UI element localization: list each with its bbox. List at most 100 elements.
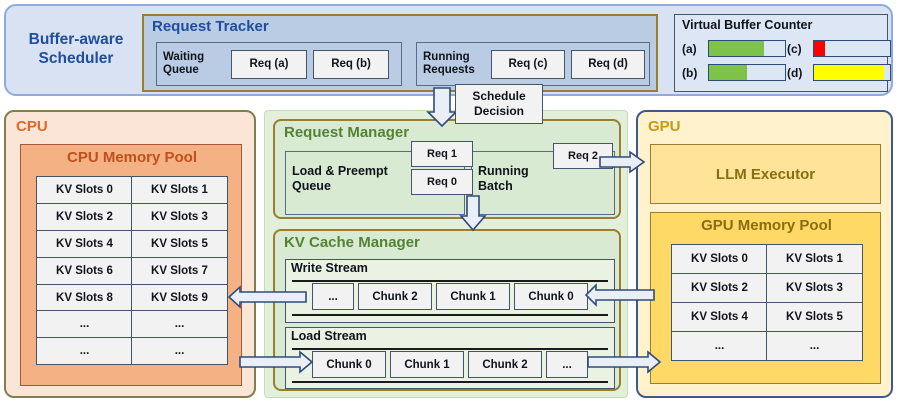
gpu-memory-pool-panel: GPU Memory Pool KV Slots 0 KV Slots 1 KV… [650, 212, 881, 384]
cpu-kv-slot[interactable]: KV Slots 5 [131, 230, 228, 259]
buffer-bar-fill-d [814, 65, 884, 80]
cpu-kv-slot[interactable]: KV Slots 9 [131, 283, 228, 312]
schedule-decision-line2: Decision [473, 104, 524, 118]
running-requests-label-line2: Requests [423, 64, 475, 76]
buffer-bar-key-c: (c) [787, 41, 802, 56]
write-stream-chunk[interactable]: ... [312, 283, 354, 310]
cpu-title: CPU [16, 118, 48, 135]
gpu-kv-slot[interactable]: KV Slots 4 [671, 302, 768, 333]
write-stream-rail-top [292, 280, 608, 282]
running-request-chip[interactable]: Req (d) [571, 49, 645, 79]
buffer-bar-a [708, 40, 786, 57]
waiting-queue-label-line2: Queue [163, 64, 199, 76]
cpu-kv-slot[interactable]: KV Slots 1 [131, 176, 228, 205]
cpu-kv-slot[interactable]: ... [131, 310, 228, 339]
buffer-bar-c [813, 40, 891, 57]
cpu-kv-slot[interactable]: KV Slots 0 [36, 176, 133, 205]
buffer-bar-fill-a [709, 41, 764, 56]
load-stream-chunk[interactable]: Chunk 1 [390, 351, 464, 378]
virtual-buffer-counter-panel: Virtual Buffer Counter (a) (b) (c) [674, 14, 891, 92]
load-preempt-request-chip[interactable]: Req 0 [411, 169, 473, 195]
cpu-kv-slot[interactable]: KV Slots 4 [36, 230, 133, 259]
virtual-buffer-counter-title: Virtual Buffer Counter [682, 18, 813, 32]
running-batch-label-line2: Batch [478, 179, 513, 193]
gpu-panel: GPU LLM Executor GPU Memory Pool KV Slot… [636, 110, 893, 398]
waiting-queue-group: Waiting Queue Req (a) Req (b) [156, 42, 402, 86]
write-stream-chunk[interactable]: Chunk 1 [436, 283, 510, 310]
waiting-request-chip[interactable]: Req (b) [313, 49, 389, 79]
request-manager-title: Request Manager [284, 124, 410, 141]
cpu-kv-slot[interactable]: KV Slots 8 [36, 283, 133, 312]
write-stream-chunk-row: ... Chunk 2 Chunk 1 Chunk 0 [312, 283, 588, 310]
kv-cache-manager-title: KV Cache Manager [284, 234, 420, 251]
load-stream-chunk[interactable]: Chunk 0 [312, 351, 386, 378]
gpu-kv-slot[interactable]: ... [671, 330, 768, 361]
buffer-bar-fill-c [814, 41, 825, 56]
cpu-kv-slot[interactable]: ... [131, 337, 228, 366]
gpu-kv-slot[interactable]: KV Slots 2 [671, 273, 768, 304]
buffer-bar-row-d: (d) [787, 64, 891, 81]
load-preempt-queue-label-line1: Load & Preempt [292, 164, 388, 178]
buffer-bar-fill-b [709, 65, 747, 80]
llm-executor-box: LLM Executor [650, 144, 881, 204]
load-stream-chunk[interactable]: Chunk 2 [468, 351, 542, 378]
write-stream-title: Write Stream [291, 261, 368, 275]
load-preempt-queue-label: Load & Preempt Queue [292, 164, 388, 194]
gpu-kv-slot-grid: KV Slots 0 KV Slots 1 KV Slots 2 KV Slot… [671, 244, 863, 361]
load-stream-box: Load Stream Chunk 0 Chunk 1 Chunk 2 ... [285, 327, 615, 389]
running-batch-label: Running Batch [478, 164, 529, 194]
buffer-bar-row-c: (c) [787, 40, 891, 57]
write-stream-box: Write Stream ... Chunk 2 Chunk 1 Chunk 0 [285, 259, 615, 323]
load-preempt-queue-label-line2: Queue [292, 179, 331, 193]
cpu-memory-pool-panel: CPU Memory Pool KV Slots 0 KV Slots 1 KV… [20, 144, 242, 386]
middle-column-panel: Request Manager Load & Preempt Queue Run… [264, 110, 628, 398]
scheduler-title-line2: Scheduler [38, 50, 114, 67]
cpu-memory-pool-title: CPU Memory Pool [66, 149, 198, 166]
running-requests-label: Running Requests [417, 51, 485, 77]
schedule-decision-callout: Schedule Decision [455, 84, 543, 124]
waiting-request-chip[interactable]: Req (a) [231, 49, 307, 79]
running-requests-group: Running Requests Req (c) Req (d) [416, 42, 650, 86]
gpu-kv-slot[interactable]: KV Slots 0 [671, 244, 768, 275]
buffer-bar-key-b: (b) [682, 65, 698, 80]
gpu-kv-slot[interactable]: KV Slots 1 [766, 244, 863, 275]
scheduler-title: Buffer-aware Scheduler [16, 30, 136, 68]
load-stream-chunk-row: Chunk 0 Chunk 1 Chunk 2 ... [312, 351, 588, 378]
cpu-kv-slot[interactable]: KV Slots 2 [36, 203, 133, 232]
gpu-title: GPU [648, 118, 681, 135]
waiting-queue-label: Waiting Queue [157, 51, 225, 77]
load-stream-rail-bottom [292, 381, 608, 383]
gpu-kv-slot[interactable]: ... [766, 330, 863, 361]
buffer-bar-b [708, 64, 786, 81]
running-requests-label-line1: Running [423, 51, 470, 63]
load-stream-chunk[interactable]: ... [546, 351, 588, 378]
buffer-bar-key-a: (a) [682, 41, 697, 56]
request-tracker-panel: Request Tracker Waiting Queue Req (a) Re… [142, 14, 658, 92]
gpu-kv-slot[interactable]: KV Slots 3 [766, 273, 863, 304]
scheduler-title-line1: Buffer-aware [28, 31, 124, 48]
buffer-bar-d [813, 64, 891, 81]
buffer-aware-scheduler-panel: Buffer-aware Scheduler Request Tracker W… [4, 4, 893, 96]
load-stream-title: Load Stream [291, 329, 367, 343]
kv-cache-manager-panel: KV Cache Manager Write Stream ... Chunk … [273, 229, 621, 391]
running-batch-request-chip[interactable]: Req 2 [553, 143, 613, 169]
buffer-bar-key-d: (d) [787, 65, 803, 80]
running-request-chip[interactable]: Req (c) [491, 49, 565, 79]
gpu-memory-pool-title: GPU Memory Pool [701, 217, 832, 234]
load-preempt-request-chip[interactable]: Req 1 [411, 141, 473, 167]
cpu-panel: CPU CPU Memory Pool KV Slots 0 KV Slots … [4, 110, 256, 398]
cpu-kv-slot[interactable]: ... [36, 337, 133, 366]
cpu-kv-slot[interactable]: KV Slots 7 [131, 256, 228, 285]
cpu-kv-slot[interactable]: KV Slots 6 [36, 256, 133, 285]
request-tracker-title: Request Tracker [152, 18, 269, 35]
cpu-kv-slot[interactable]: ... [36, 310, 133, 339]
cpu-kv-slot[interactable]: KV Slots 3 [131, 203, 228, 232]
write-stream-chunk[interactable]: Chunk 2 [358, 283, 432, 310]
request-manager-panel: Request Manager Load & Preempt Queue Run… [273, 119, 621, 219]
schedule-decision-line1: Schedule [472, 89, 526, 103]
gpu-kv-slot[interactable]: KV Slots 5 [766, 302, 863, 333]
write-stream-chunk[interactable]: Chunk 0 [514, 283, 588, 310]
buffer-bar-row-b: (b) [682, 64, 786, 81]
load-stream-rail-top [292, 348, 608, 350]
